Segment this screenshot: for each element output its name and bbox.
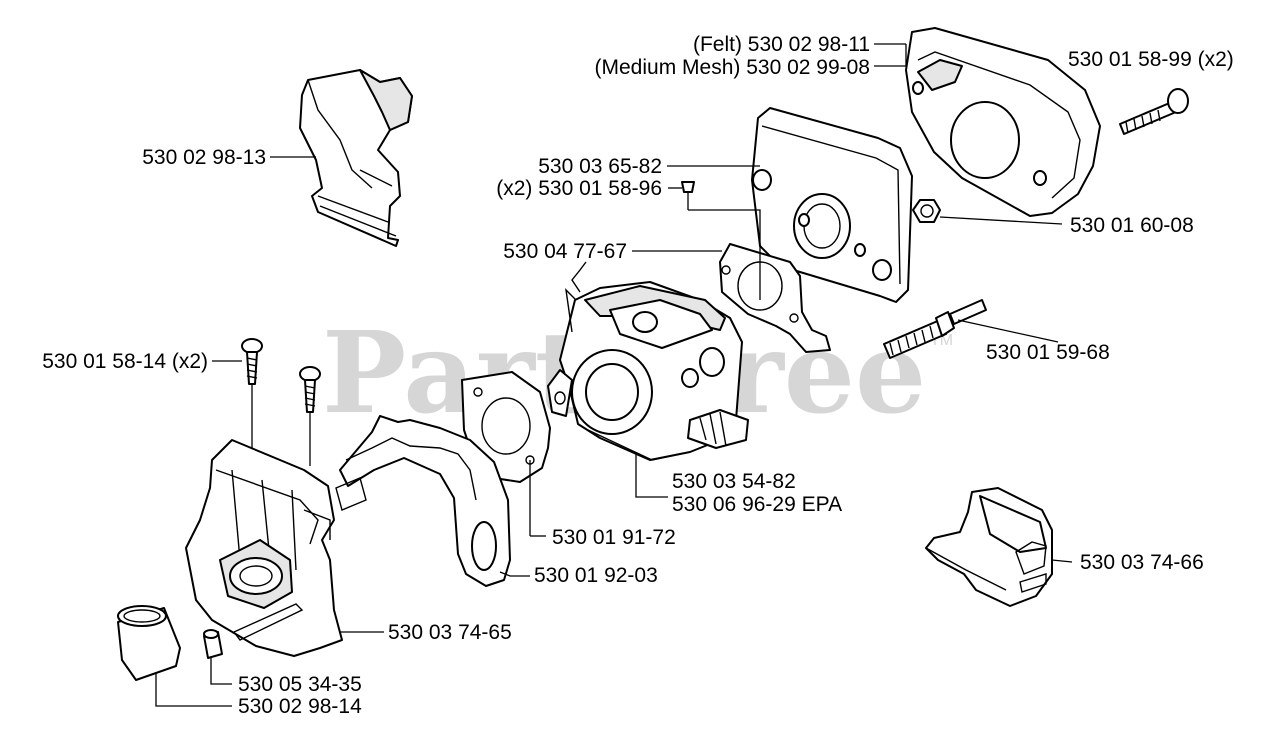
label-felt-filter: (Felt) 530 02 98-11 — [693, 33, 870, 56]
label-clip: 530 03 74-66 — [1080, 551, 1204, 574]
deflector-part — [299, 69, 413, 247]
clip-part — [925, 487, 1053, 607]
carburetor-part — [547, 261, 749, 461]
label-screw-top-right: 530 01 58-99 (x2) — [1068, 48, 1234, 71]
label-gasket-shape: 530 01 92-03 — [534, 564, 658, 587]
sleeve-part — [203, 629, 223, 659]
label-gasket-mid: 530 01 91-72 — [552, 526, 676, 549]
leader-lines — [155, 43, 1073, 707]
screw-small — [681, 181, 695, 210]
label-screw-left: 530 01 58-14 (x2) — [42, 350, 208, 373]
label-sleeve: 530 05 34-35 — [238, 673, 362, 696]
stud-part — [883, 299, 987, 359]
label-intake-body: 530 03 74-65 — [388, 621, 512, 644]
label-nut: 530 01 60-08 — [1070, 214, 1194, 237]
gasket-shape-part — [335, 415, 511, 587]
screw-left-pair — [241, 338, 321, 413]
nut-part — [912, 199, 941, 223]
boot-part — [117, 605, 181, 681]
intake-body-part — [185, 439, 343, 657]
label-carburetor: 530 03 54-82 — [672, 470, 796, 493]
label-cover-plate: 530 03 65-82 — [538, 155, 662, 178]
label-boot: 530 02 98-14 — [238, 695, 362, 718]
part-labels: (Felt) 530 02 98-11 (Medium Mesh) 530 02… — [42, 33, 1234, 718]
label-carburetor-epa: 530 06 96-29 EPA — [672, 493, 842, 516]
label-gasket-top: 530 04 77-67 — [503, 240, 627, 263]
cover-plate-part — [751, 107, 913, 303]
label-screw-small: (x2) 530 01 58-96 — [496, 177, 662, 200]
label-medium-mesh-filter: (Medium Mesh) 530 02 99-08 — [595, 56, 870, 79]
gasket-top-part — [719, 243, 831, 353]
label-deflector: 530 02 98-13 — [142, 146, 266, 169]
air-filter-part — [905, 27, 1101, 217]
label-stud: 530 01 59-68 — [986, 341, 1110, 364]
screw-top-right — [1119, 88, 1189, 135]
